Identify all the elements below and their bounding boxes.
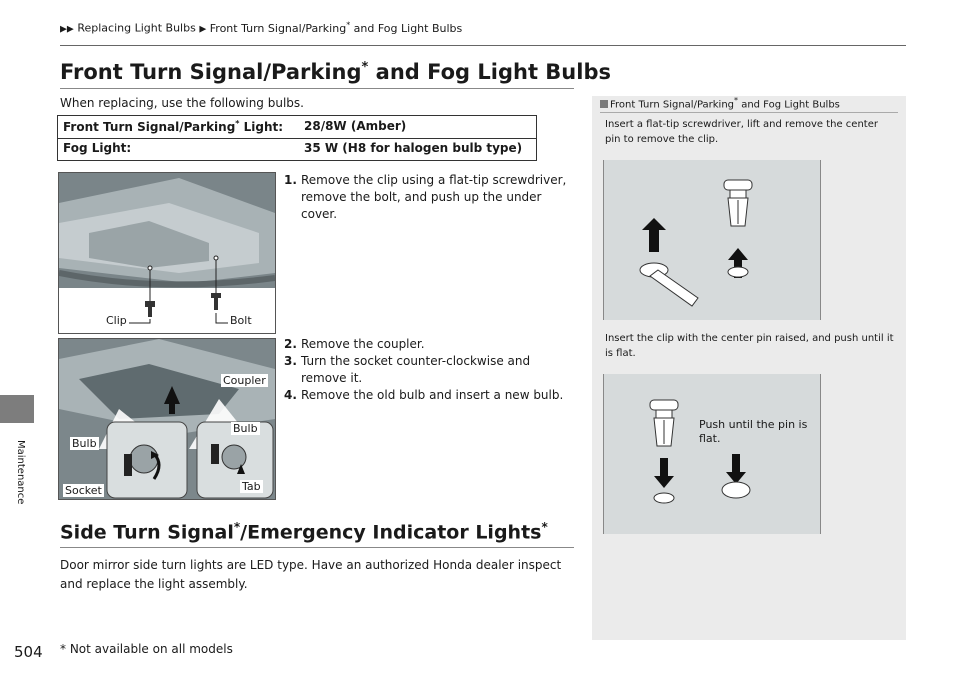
socket-illustration bbox=[59, 339, 275, 499]
socket-removal-photo bbox=[58, 338, 276, 500]
spec-value: 35 W (H8 for halogen bulb type) bbox=[304, 141, 523, 155]
note-text-install-clip: Insert the clip with the center pin rais… bbox=[605, 333, 894, 359]
breadcrumb-item-replacing-bulbs[interactable]: Replacing Light Bulbs bbox=[77, 21, 196, 35]
breadcrumb-arrow-icon: ▶ bbox=[199, 24, 207, 35]
breadcrumb-arrow-icon: ▶▶ bbox=[60, 24, 74, 35]
footnote: * Not available on all models bbox=[60, 642, 233, 656]
step-number: 2. bbox=[284, 337, 297, 351]
chapter-tab-label: Maintenance bbox=[15, 440, 26, 505]
clip-install-diagram bbox=[603, 374, 821, 534]
step-item: 1. Remove the clip using a flat-tip scre… bbox=[284, 172, 576, 223]
step-number: 4. bbox=[284, 388, 297, 402]
chapter-tab-marker bbox=[0, 395, 34, 423]
clip-label: Clip bbox=[104, 314, 129, 327]
clip-install-illustration bbox=[649, 399, 751, 504]
note-text-remove-clip: Insert a flat-tip screwdriver, lift and … bbox=[605, 119, 878, 145]
section-title: Front Turn Signal/Parking* and Fog Light… bbox=[60, 60, 611, 84]
spec-value: 28/8W (Amber) bbox=[304, 119, 407, 133]
step-item: 3. Turn the socket counter-clockwise and… bbox=[284, 353, 576, 387]
coupler-label: Coupler bbox=[221, 374, 268, 387]
step-text: Remove the clip using a flat-tip screwdr… bbox=[301, 173, 567, 221]
step-list-part1: 1. Remove the clip using a flat-tip scre… bbox=[284, 172, 576, 223]
step-number: 3. bbox=[284, 354, 297, 368]
note-panel-heading: Front Turn Signal/Parking* and Fog Light… bbox=[600, 96, 840, 110]
step-list-part2: 2. Remove the coupler. 3. Turn the socke… bbox=[284, 336, 576, 404]
step-item: 4. Remove the old bulb and insert a new … bbox=[284, 387, 576, 404]
breadcrumb-item-current[interactable]: Front Turn Signal/Parking* and Fog Light… bbox=[209, 20, 463, 35]
side-turn-signal-text: Door mirror side turn lights are LED typ… bbox=[60, 558, 562, 591]
step-number: 1. bbox=[284, 173, 297, 187]
bulb-left-label: Bulb bbox=[70, 437, 99, 450]
push-instruction-label: Push until the pin is flat. bbox=[699, 418, 808, 445]
subsection-title-rule bbox=[60, 547, 574, 548]
note-tag-icon bbox=[600, 100, 608, 109]
breadcrumb: ▶▶ Replacing Light Bulbs ▶ Front Turn Si… bbox=[60, 20, 462, 35]
spec-row-fog-light: Fog Light: 35 W (H8 for halogen bulb typ… bbox=[58, 138, 536, 160]
spec-label: Fog Light: bbox=[63, 141, 132, 155]
bulb-right-label: Bulb bbox=[231, 422, 260, 435]
subsection-title: Side Turn Signal*/Emergency Indicator Li… bbox=[60, 520, 548, 544]
step-item: 2. Remove the coupler. bbox=[284, 336, 576, 353]
tab-label: Tab bbox=[240, 480, 263, 493]
intro-text: When replacing, use the following bulbs. bbox=[60, 96, 304, 110]
spec-label: Front Turn Signal/Parking* Light: bbox=[63, 119, 284, 134]
clip-removal-illustration bbox=[639, 179, 753, 307]
bulb-spec-table: Front Turn Signal/Parking* Light: 28/8W … bbox=[57, 115, 537, 161]
clip-removal-diagram bbox=[603, 160, 821, 320]
under-cover-illustration bbox=[59, 173, 275, 333]
header-divider bbox=[60, 45, 906, 46]
step-text: Remove the old bulb and insert a new bul… bbox=[301, 388, 564, 402]
note-panel-rule bbox=[600, 112, 898, 113]
socket-label: Socket bbox=[63, 484, 104, 497]
section-title-rule bbox=[60, 88, 574, 89]
step-text: Remove the coupler. bbox=[301, 337, 425, 351]
page-number: 504 bbox=[14, 643, 43, 661]
spec-row-turn-signal: Front Turn Signal/Parking* Light: 28/8W … bbox=[58, 116, 536, 139]
step-text: Turn the socket counter-clockwise and re… bbox=[301, 354, 531, 385]
under-cover-photo bbox=[58, 172, 276, 334]
bolt-label: Bolt bbox=[228, 314, 254, 327]
